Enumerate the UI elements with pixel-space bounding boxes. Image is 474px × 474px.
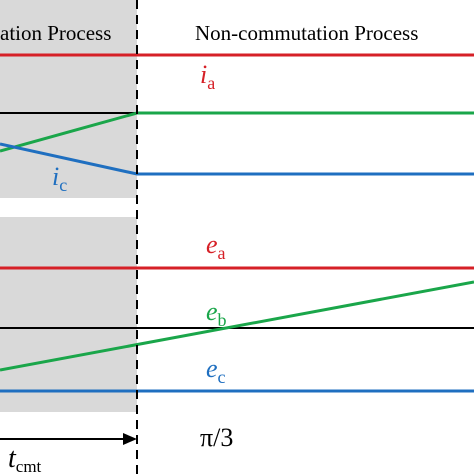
- tcmt-label: tcmt: [8, 443, 42, 474]
- non-commutation-process-label: Non-commutation Process: [195, 21, 418, 45]
- ic-label: ic: [52, 162, 67, 195]
- ia-label: ia: [200, 60, 215, 93]
- shaded-region-bottom: [0, 217, 137, 412]
- shaded-region-top: [0, 0, 137, 198]
- eb-line: [0, 280, 474, 372]
- pi-over-3-label: π/3: [200, 423, 233, 452]
- tcmt-arrow-head: [123, 433, 137, 445]
- eb-label: eb: [206, 297, 227, 330]
- ea-label: ea: [206, 230, 226, 263]
- ec-label: ec: [206, 354, 226, 387]
- ic-line: [0, 142, 474, 176]
- commutation-process-label: ation Process: [0, 21, 111, 45]
